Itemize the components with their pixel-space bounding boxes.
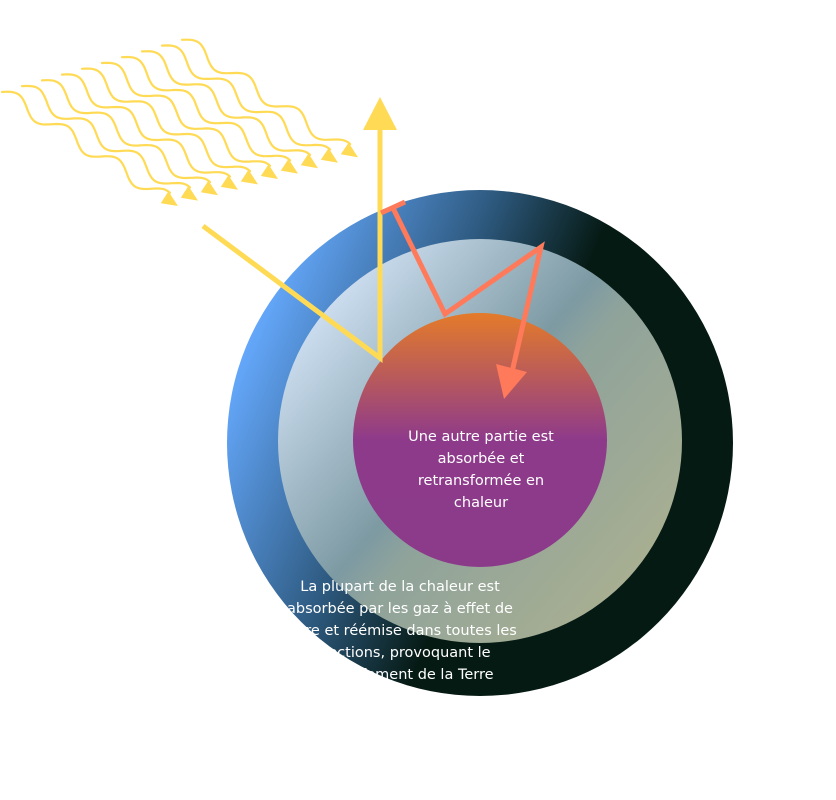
sunlight-arrowhead-icon — [260, 164, 278, 179]
sunlight-arrowhead-icon — [340, 142, 358, 158]
sunlight-wave — [80, 67, 252, 173]
sunlight-wave — [140, 50, 312, 156]
sunlight-rays — [0, 38, 358, 206]
earth-absorption-label: Une autre partie est absorbée et retrans… — [408, 429, 554, 511]
sunlight-arrowhead-icon — [200, 180, 218, 196]
greenhouse-absorption-label: La plupart de la chaleur est absorbée pa… — [283, 579, 517, 683]
earth-surface — [353, 313, 607, 567]
sunlight-arrowhead-icon — [180, 186, 198, 201]
sunlight-arrowhead-icon — [220, 175, 238, 190]
sunlight-wave — [40, 79, 211, 184]
sunlight-wave — [100, 61, 272, 167]
sunlight-wave — [0, 90, 171, 194]
infrared-arrowhead-icon — [496, 364, 527, 399]
sunlight-wave — [160, 44, 332, 151]
infrared-barrier-mark — [379, 199, 407, 216]
sunlight-arrowhead-icon — [300, 153, 318, 169]
sunlight-wave — [120, 55, 292, 162]
sunlight-wave — [20, 84, 191, 189]
sunlight-wave — [180, 38, 352, 146]
reflected-sunlight-arrowhead-icon — [363, 97, 397, 130]
reflected-sunlight-line — [201, 125, 383, 363]
sunlight-arrowhead-icon — [280, 158, 298, 174]
sunlight-arrowhead-icon — [160, 191, 178, 206]
sunlight-arrowhead-icon — [320, 148, 338, 163]
infrared-reemission-line — [390, 206, 545, 373]
sunlight-wave — [60, 73, 231, 178]
sunlight-arrowhead-icon — [240, 169, 258, 185]
